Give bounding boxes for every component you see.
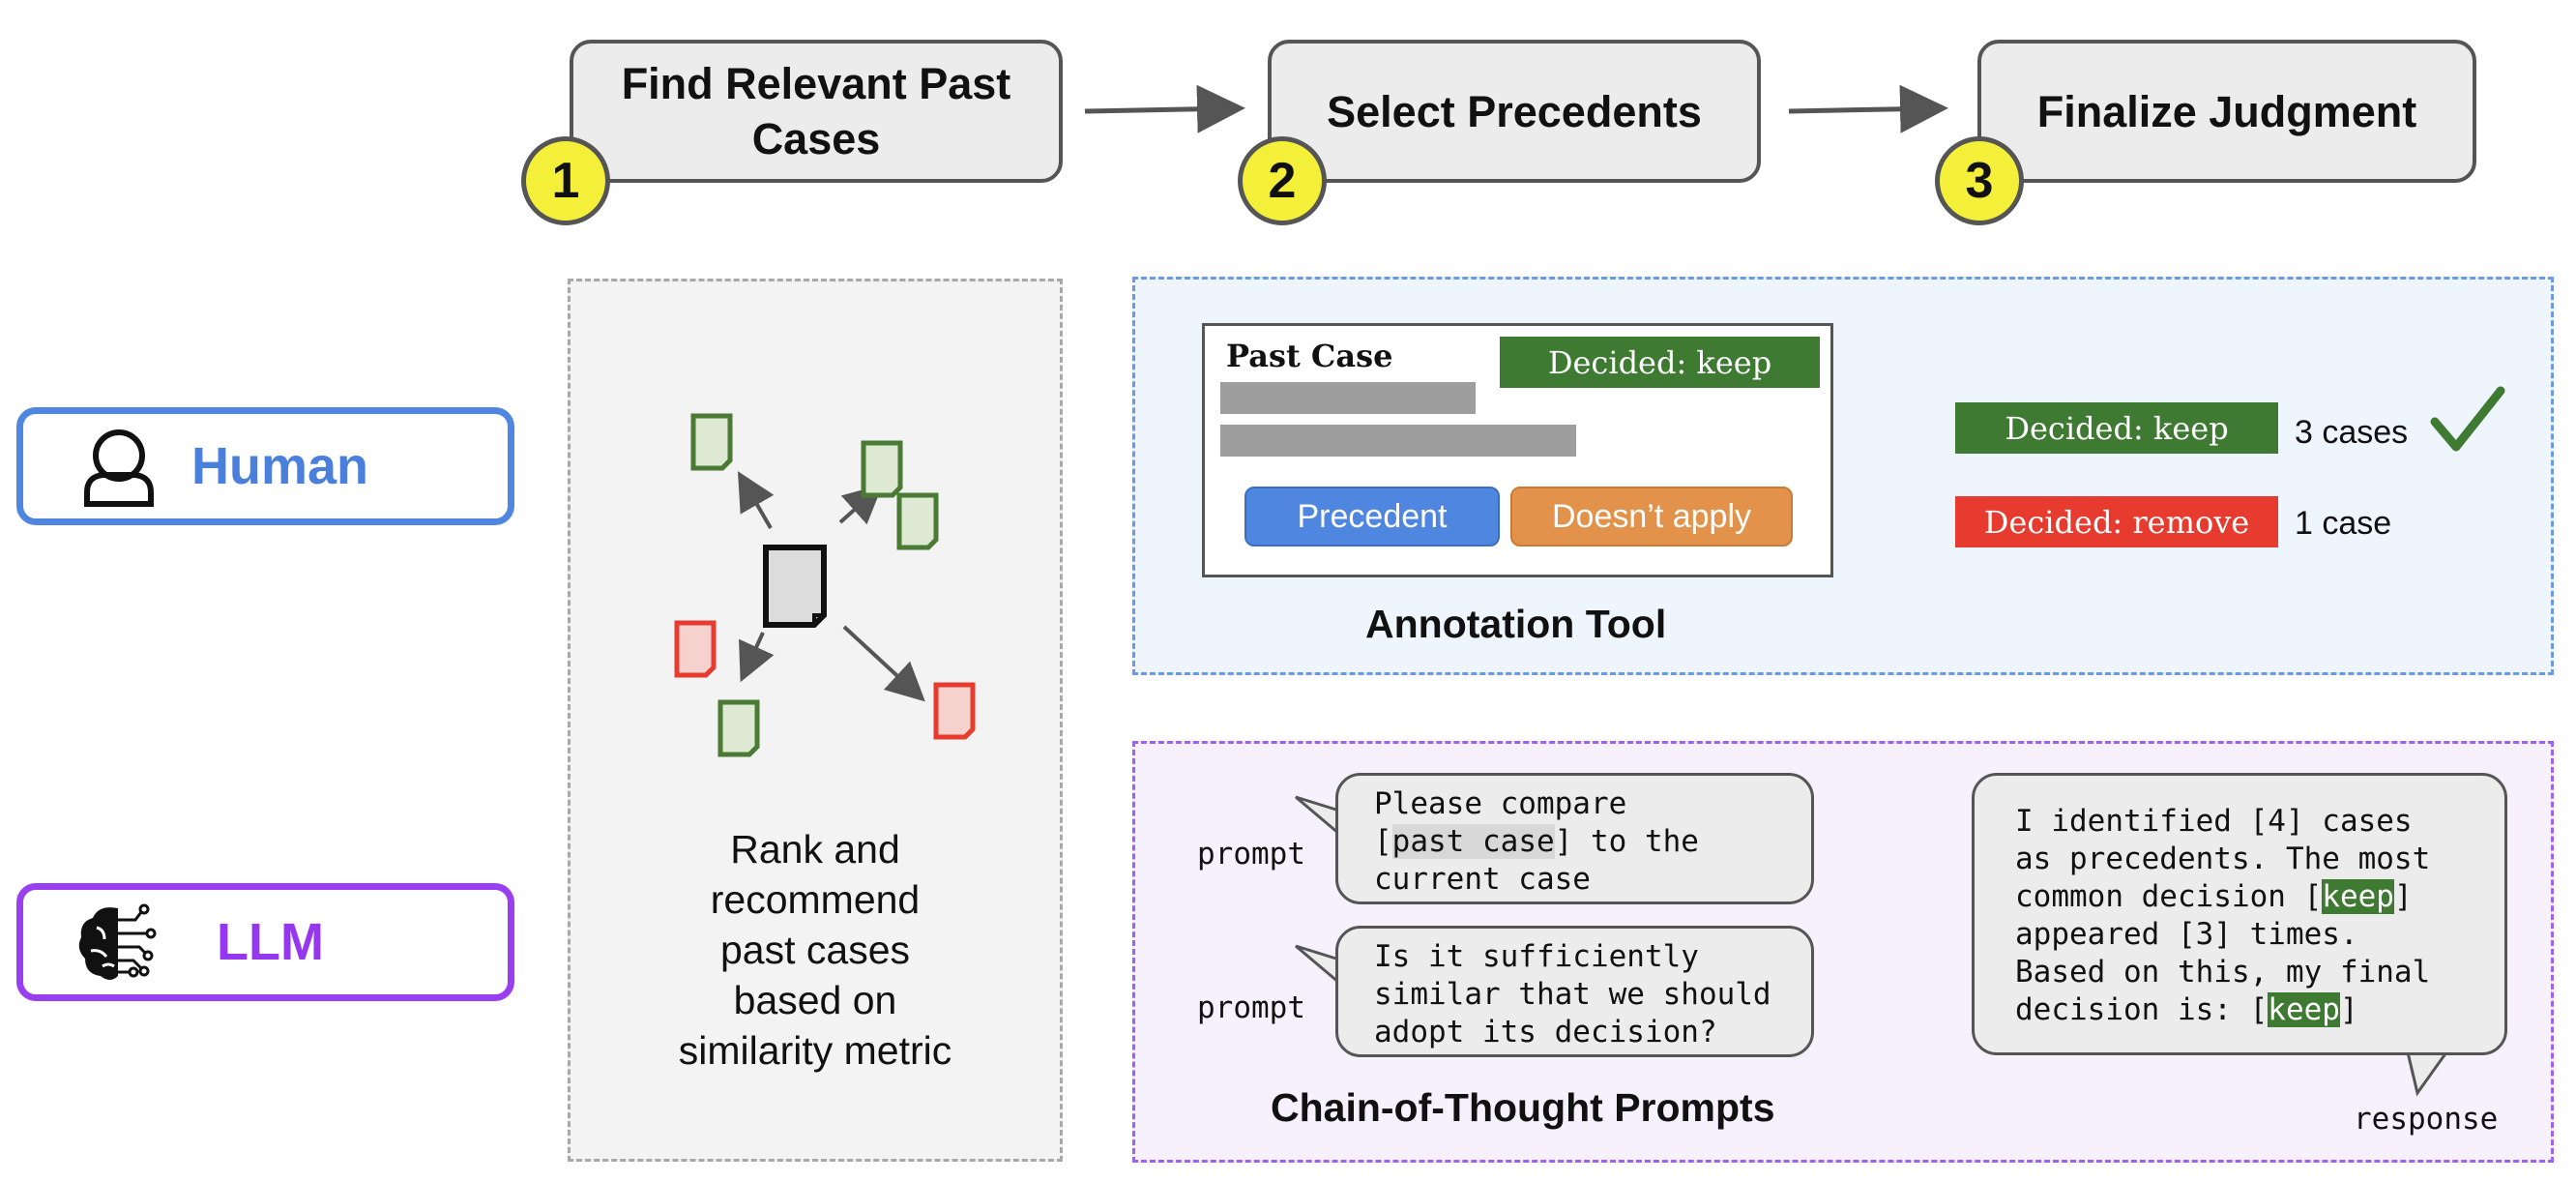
prompt-1-line: Please compare bbox=[1374, 786, 1627, 821]
step-2-label: Select Precedents bbox=[1327, 86, 1702, 136]
tally-remove-tag: Decided: remove bbox=[1955, 496, 2278, 547]
step-3-box: Finalize Judgment bbox=[1977, 40, 2476, 183]
text-placeholder-bar bbox=[1220, 382, 1476, 414]
actor-human-label: Human bbox=[191, 437, 369, 495]
step-1-box: Find Relevant Past Cases bbox=[570, 40, 1063, 183]
arrow-step1-to-step2 bbox=[1084, 84, 1245, 133]
bracket: [ bbox=[1374, 824, 1392, 859]
tally-remove-count: 1 case bbox=[2295, 505, 2392, 542]
doesnt-apply-button[interactable]: Doesn’t apply bbox=[1510, 487, 1793, 547]
response-line: appeared [3] times. bbox=[2015, 917, 2358, 952]
response-speaker-label: response bbox=[2354, 1102, 2499, 1137]
step-3-label: Finalize Judgment bbox=[2036, 86, 2417, 136]
response-line: I identified [4] cases bbox=[2015, 804, 2413, 839]
arrow-step2-to-step3 bbox=[1788, 84, 1948, 133]
arrow-to-doc-bottomright bbox=[842, 625, 925, 702]
checkmark-icon bbox=[2430, 386, 2505, 452]
past-case-highlight: past case bbox=[1391, 824, 1555, 859]
brain-circuit-icon bbox=[78, 903, 157, 980]
prompt-2-line: similar that we should bbox=[1374, 977, 1771, 1012]
decided-keep-tag: Decided: keep bbox=[1500, 337, 1820, 388]
response-line: Based on this, my final bbox=[2015, 955, 2431, 990]
step-2-number: 2 bbox=[1238, 136, 1327, 225]
step-arrows bbox=[1084, 84, 1948, 133]
arrow-to-doc-bottomleft bbox=[739, 632, 775, 683]
annotation-tool-label: Annotation Tool bbox=[1365, 602, 1667, 646]
response-text: common decision [ bbox=[2015, 879, 2323, 914]
tally-keep-tag: Decided: keep bbox=[1955, 402, 2278, 454]
prompt-bubble-2: Is it sufficiently similar that we shoul… bbox=[1335, 926, 1814, 1057]
keep-highlight: keep bbox=[2268, 992, 2340, 1027]
retrieval-text-line: recommend bbox=[710, 877, 921, 922]
retrieval-description: Rank and recommend past cases based on s… bbox=[568, 824, 1063, 1076]
retrieval-text-line: past cases bbox=[720, 928, 910, 972]
step-1-label-line1: Find Relevant Past bbox=[621, 59, 1011, 108]
response-bubble: I identified [4] cases as precedents. Th… bbox=[1972, 773, 2507, 1055]
prompt-bubble-1: Please compare [past case] to the curren… bbox=[1335, 773, 1814, 904]
step-1-number: 1 bbox=[521, 136, 610, 225]
arrow-to-doc-topleft bbox=[738, 471, 775, 529]
text-placeholder-bar bbox=[1220, 425, 1576, 457]
response-text: decision is: [ bbox=[2015, 992, 2269, 1027]
prompt-speaker-label: prompt bbox=[1197, 990, 1305, 1025]
precedent-button[interactable]: Precedent bbox=[1244, 487, 1500, 547]
cot-prompts-label: Chain-of-Thought Prompts bbox=[1271, 1085, 1775, 1130]
past-case-title: Past Case bbox=[1226, 338, 1393, 374]
actor-llm: LLM bbox=[16, 883, 514, 1001]
relevant-document-icon bbox=[690, 413, 939, 757]
annotation-tool-window: Past Case Decided: keep Precedent Doesn’… bbox=[1202, 323, 1833, 577]
similarity-diagram bbox=[674, 413, 976, 757]
response-line: common decision [keep] bbox=[2015, 878, 2504, 916]
person-icon bbox=[84, 429, 154, 507]
prompt-1-line: [past case] to the bbox=[1374, 823, 1811, 861]
query-document-icon bbox=[763, 545, 827, 628]
irrelevant-document-icon bbox=[674, 620, 976, 740]
bracket: ] bbox=[2339, 992, 2358, 1027]
prompt-speaker-label: prompt bbox=[1197, 837, 1305, 872]
step-1-label-line2: Cases bbox=[751, 114, 881, 163]
prompt-2-line: adopt its decision? bbox=[1374, 1015, 1717, 1049]
retrieval-text-line: similarity metric bbox=[678, 1028, 952, 1073]
retrieval-text-line: Rank and bbox=[730, 827, 900, 872]
prompt-2-line: Is it sufficiently bbox=[1374, 939, 1699, 974]
actor-human: Human bbox=[16, 407, 514, 525]
tally-keep-count: 3 cases bbox=[2295, 414, 2409, 451]
retrieval-panel bbox=[568, 279, 1063, 1162]
response-line: as precedents. The most bbox=[2015, 842, 2431, 876]
bracket: ] bbox=[2393, 879, 2413, 914]
prompt-1-line: current case bbox=[1374, 862, 1591, 897]
retrieval-text-line: based on bbox=[733, 978, 897, 1022]
actor-llm-label: LLM bbox=[217, 913, 324, 971]
step-3-number: 3 bbox=[1935, 136, 2024, 225]
response-line: decision is: [keep] bbox=[2015, 991, 2504, 1029]
keep-highlight: keep bbox=[2322, 879, 2394, 914]
prompt-1-text: ] to the bbox=[1554, 824, 1699, 859]
step-2-box: Select Precedents bbox=[1268, 40, 1761, 183]
